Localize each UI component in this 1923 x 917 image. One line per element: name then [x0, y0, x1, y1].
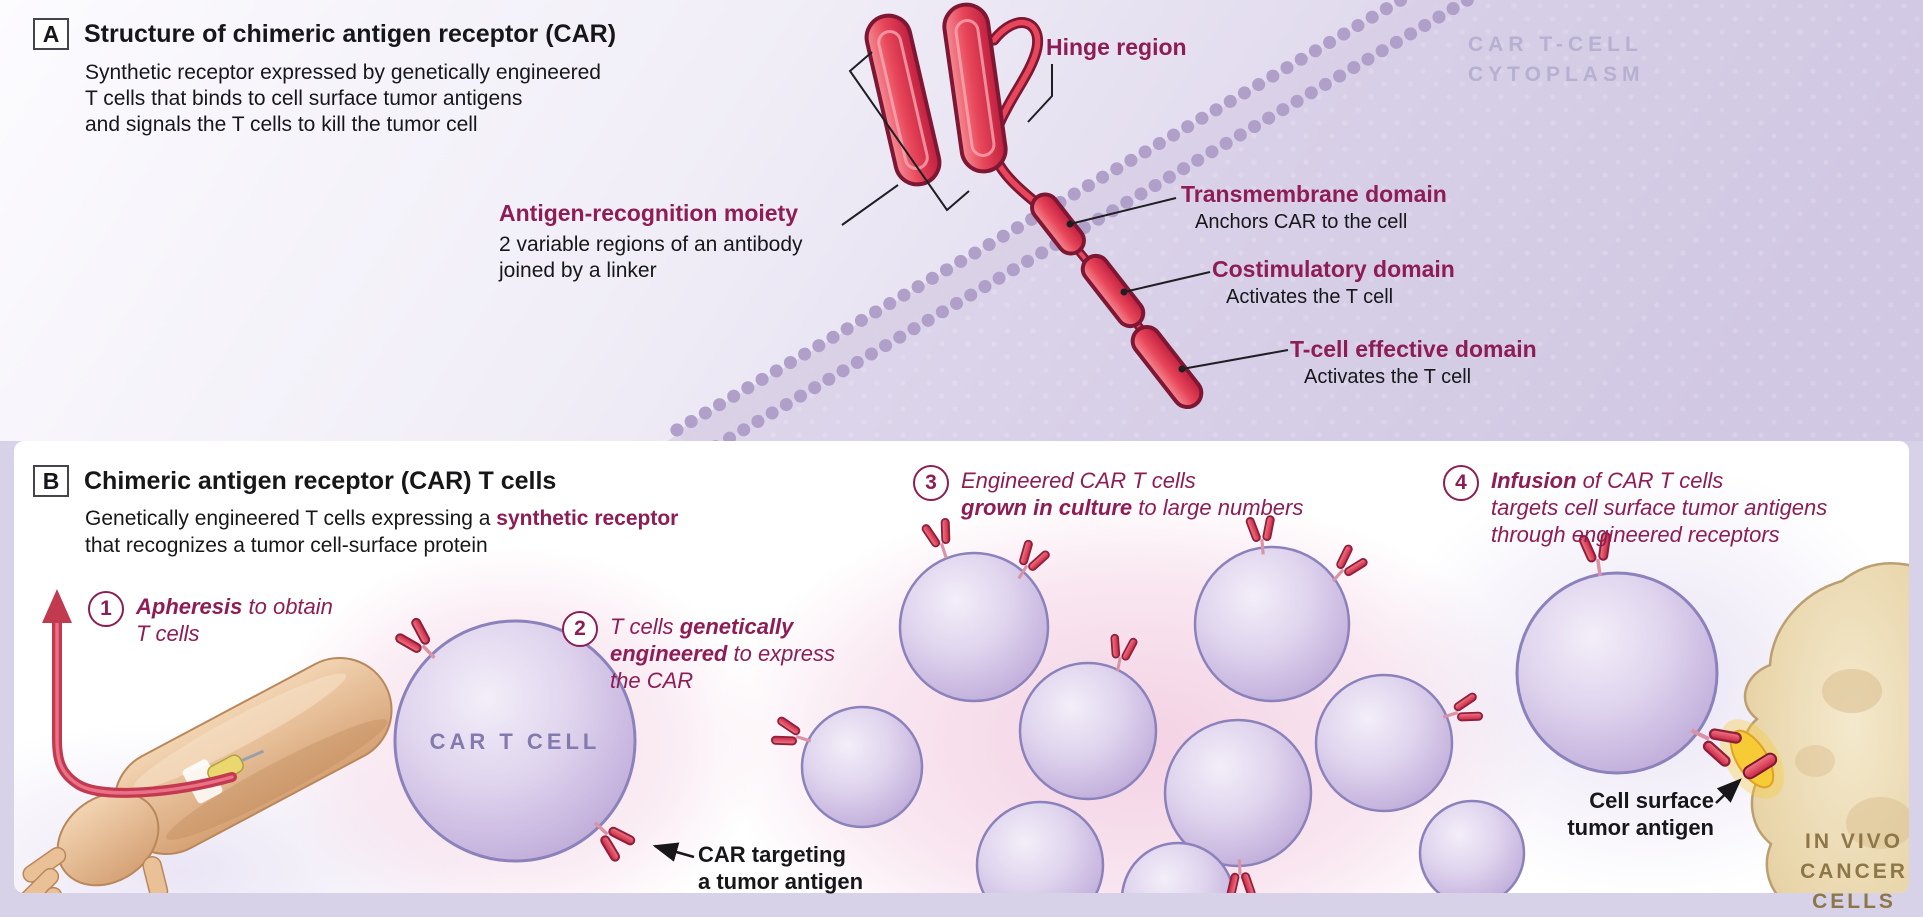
text-segment: synthetic receptor [496, 507, 679, 530]
tumor-antigen-arrow [1715, 778, 1742, 804]
in-vivo-cancer-cells-label: IN VIVO CANCER CELLS [1800, 830, 1908, 913]
panel-b-badge: B [33, 465, 69, 497]
antigen-moiety-label-group: Antigen-recognition moiety 2 variable re… [499, 200, 803, 284]
step-text-line: through engineered receptors [1491, 522, 1780, 547]
infused-car-t-cell [1515, 529, 1719, 775]
step-2: 2 T cells genetically engineered to expr… [562, 611, 835, 694]
car-t-cell-large [391, 614, 639, 866]
panel-a-title: Structure of chimeric antigen receptor (… [84, 20, 617, 48]
step-text-line: grown in culture to large numbers [961, 495, 1304, 520]
step-2-text: T cells genetically engineered to expres… [610, 613, 835, 694]
step-text-line: engineered to express [610, 641, 835, 666]
step-1-number: 1 [88, 591, 124, 627]
panel-a-art [0, 0, 1923, 441]
step-4-text: Infusion of CAR T cells targets cell sur… [1491, 467, 1827, 548]
car-targeting-arrow [652, 842, 695, 862]
car-t-cell-label: CAR T CELL [429, 729, 601, 754]
costimulatory-sublabel: Activates the T cell [1226, 286, 1394, 308]
panel-a-description: Synthetic receptor expressed by genetica… [85, 61, 601, 136]
costimulatory-label: Costimulatory domain [1212, 256, 1455, 282]
arrowhead [42, 589, 72, 623]
tcell-effective-label-group: T-cell effective domain Activates the T … [1290, 336, 1537, 389]
description-line: that recognizes a tumor cell-surface pro… [85, 532, 678, 559]
cultured-car-t-cells [800, 545, 1526, 893]
arm-illustration [17, 589, 393, 893]
step-text-line: Apheresis to obtain [136, 594, 333, 619]
car-targeting-label: CAR targeting a tumor antigen [698, 842, 864, 894]
tcell-effective-sublabel: Activates the T cell [1304, 366, 1472, 388]
transmembrane-sublabel: Anchors CAR to the cell [1195, 211, 1408, 233]
fingers [17, 846, 169, 893]
text-segment: Genetically engineered T cells expressin… [85, 507, 497, 530]
cancer-cell [1742, 562, 1909, 893]
step-1: 1 Apheresis to obtain T cells [88, 591, 333, 647]
panel-b-description: Genetically engineered T cells expressin… [85, 505, 678, 559]
text-segment: that recognizes a tumor cell-surface pro… [85, 534, 488, 557]
transmembrane-label: Transmembrane domain [1181, 181, 1447, 207]
costimulatory-domain-shape [1080, 253, 1146, 329]
step-1-text: Apheresis to obtain T cells [136, 593, 333, 647]
cell-membrane [670, 0, 1690, 441]
step-4: 4 Infusion of CAR T cells targets cell s… [1443, 465, 1827, 548]
step-3-number: 3 [913, 465, 949, 501]
panel-b-title: Chimeric antigen receptor (CAR) T cells [84, 467, 557, 495]
panel-b: B Chimeric antigen receptor (CAR) T cell… [0, 441, 1923, 913]
tumor-antigen-shape [1742, 752, 1778, 780]
antigen-moiety-label: Antigen-recognition moiety [499, 200, 798, 226]
leader-dots [1066, 220, 1186, 373]
antigen-moiety-sublabel: 2 variable regions of an antibody joined… [499, 233, 803, 282]
hinge-region-label: Hinge region [1046, 34, 1187, 60]
hinge-leader [1027, 64, 1053, 123]
step-2-number: 2 [562, 611, 598, 647]
cytoplasm-label: CAR T-CELL CYTOPLASM [1468, 33, 1645, 86]
description-line: Genetically engineered T cells expressin… [85, 505, 678, 532]
tcell-effective-domain-shape [1130, 324, 1204, 410]
step-text-line: Infusion of CAR T cells [1491, 468, 1724, 493]
apheresis-arrow [42, 589, 237, 798]
step-text-line: targets cell surface tumor antigens [1491, 495, 1828, 520]
step-4-number: 4 [1443, 465, 1479, 501]
panel-b-art [14, 441, 1909, 893]
panel-a-badge: A [33, 18, 69, 50]
antigen-moiety-bracket [848, 51, 970, 212]
binding-site [1683, 708, 1785, 799]
step-text-line: T cells genetically [610, 614, 794, 639]
step-3: 3 Engineered CAR T cells grown in cultur… [913, 465, 1303, 521]
leader-lines [841, 51, 1289, 370]
tcell-effective-label: T-cell effective domain [1290, 336, 1537, 362]
transmembrane-domain-shape [1030, 192, 1086, 256]
antigen-recognition-arm [942, 2, 1008, 174]
step-text-line: T cells [136, 621, 200, 646]
cell-surface-antigen-label: Cell surface tumor antigen [1567, 788, 1714, 840]
transmembrane-label-group: Transmembrane domain Anchors CAR to the … [1181, 181, 1447, 234]
car-receptor [864, 2, 1204, 410]
step-text-line: Engineered CAR T cells [961, 468, 1196, 493]
step-text-line: the CAR [610, 668, 694, 693]
panel-a: A Structure of chimeric antigen receptor… [0, 0, 1923, 441]
costimulatory-label-group: Costimulatory domain Activates the T cel… [1212, 256, 1455, 309]
step-3-text: Engineered CAR T cells grown in culture … [961, 467, 1303, 521]
